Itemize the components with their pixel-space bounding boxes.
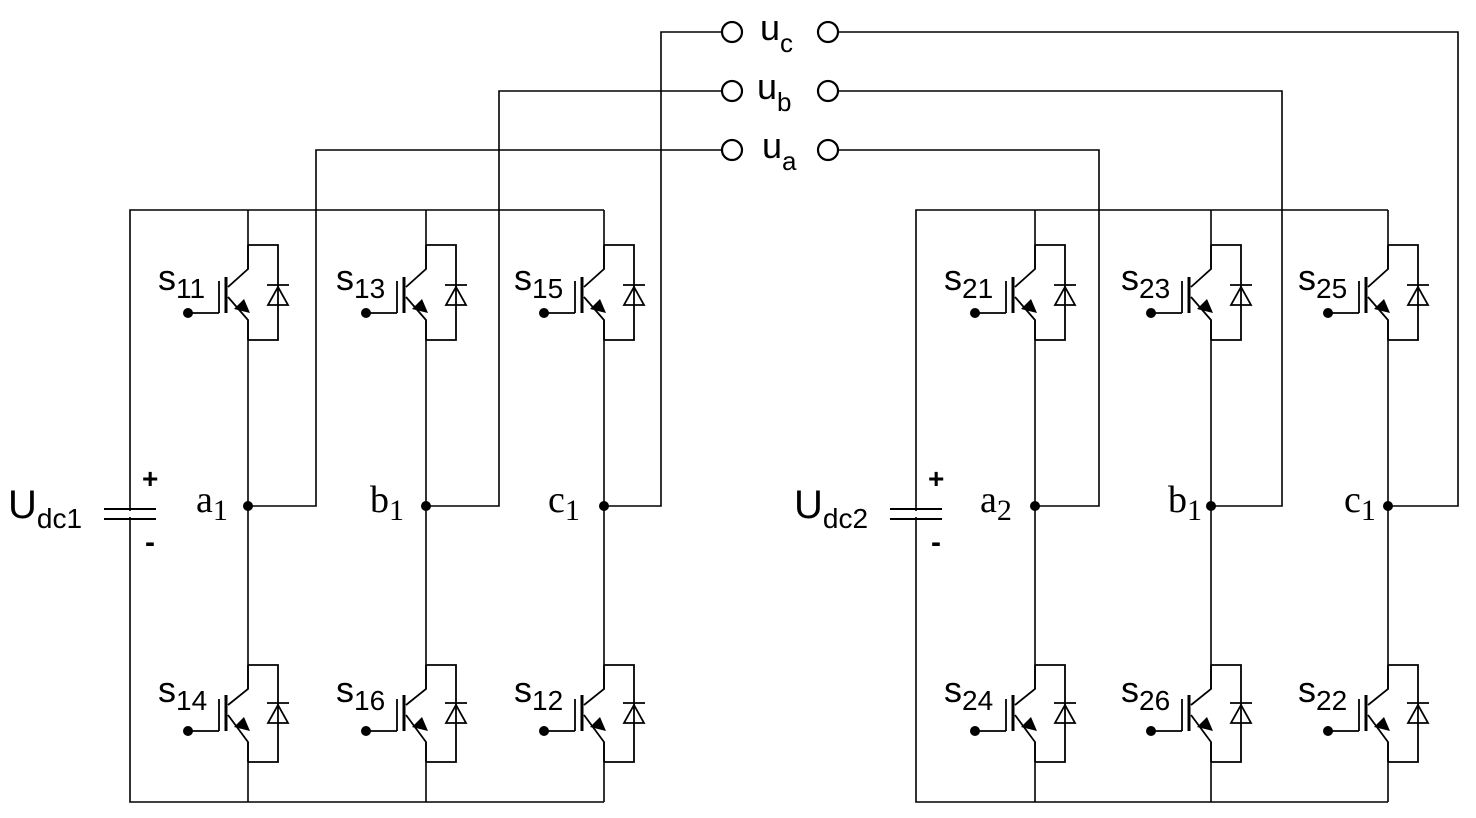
switch-s13-label: s13 xyxy=(336,257,385,304)
gate-terminal xyxy=(1323,308,1333,318)
output-ua-label: u xyxy=(762,125,782,166)
output-ub-subscript: b xyxy=(777,87,791,117)
node-a1-label: a1 xyxy=(196,479,228,527)
switch-s12-label: s12 xyxy=(514,669,563,716)
gate-terminal xyxy=(539,726,549,736)
switch-s16-label: s16 xyxy=(336,669,385,716)
switch-s25-label: s25 xyxy=(1298,257,1347,304)
gate-terminal xyxy=(361,726,371,736)
node-a1 xyxy=(243,501,253,511)
inverter-2-plus-sign: + xyxy=(928,463,944,494)
node-c1-inv2-label: c1 xyxy=(1344,479,1376,527)
gate-terminal xyxy=(1146,726,1156,736)
svg-text:ub: ub xyxy=(757,66,792,117)
node-b1-inv2 xyxy=(1206,501,1216,511)
switch-s26-label: s26 xyxy=(1121,669,1170,716)
inverter-1-plus-sign: + xyxy=(142,463,158,494)
node-b1 xyxy=(421,501,431,511)
gate-terminal xyxy=(183,726,193,736)
output-wiring xyxy=(248,32,1458,506)
node-a2 xyxy=(1030,501,1040,511)
switch-s11-label: s11 xyxy=(158,257,205,304)
node-b1-label: b1 xyxy=(370,479,404,527)
gate-terminal xyxy=(970,308,980,318)
output-uc-label: u xyxy=(760,7,780,48)
node-c1-inv2 xyxy=(1383,501,1393,511)
output-terminal-ua: ua xyxy=(722,125,838,176)
output-ub-label: u xyxy=(757,66,777,107)
inverter-2-dc-label: Udc2 xyxy=(794,483,868,534)
switch-s22-label: s22 xyxy=(1298,669,1347,716)
switch-s24-label: s24 xyxy=(944,669,993,716)
inverter-2-minus-sign: - xyxy=(931,526,941,559)
switch-s23-label: s23 xyxy=(1121,257,1170,304)
output-terminal-uc: uc xyxy=(722,7,838,58)
gate-terminal xyxy=(1146,308,1156,318)
node-b1-inv2-label: b1 xyxy=(1168,479,1202,527)
node-c1-label: c1 xyxy=(548,479,580,527)
output-uc-subscript: c xyxy=(780,28,793,58)
inverter-1-minus-sign: - xyxy=(145,526,155,559)
svg-text:ua: ua xyxy=(762,125,797,176)
switch-s15-label: s15 xyxy=(514,257,563,304)
gate-terminal xyxy=(361,308,371,318)
gate-terminal xyxy=(539,308,549,318)
output-terminal-ub: ub xyxy=(722,66,838,117)
node-c1 xyxy=(599,501,609,511)
output-ua-subscript: a xyxy=(782,146,797,176)
gate-terminal xyxy=(183,308,193,318)
svg-text:uc: uc xyxy=(760,7,793,58)
gate-terminal xyxy=(1323,726,1333,736)
switch-s14-label: s14 xyxy=(158,669,207,716)
gate-terminal xyxy=(970,726,980,736)
switch-s21-label: s21 xyxy=(944,257,993,304)
inverter-1-dc-label: Udc1 xyxy=(8,483,82,534)
node-a2-label: a2 xyxy=(980,479,1012,527)
